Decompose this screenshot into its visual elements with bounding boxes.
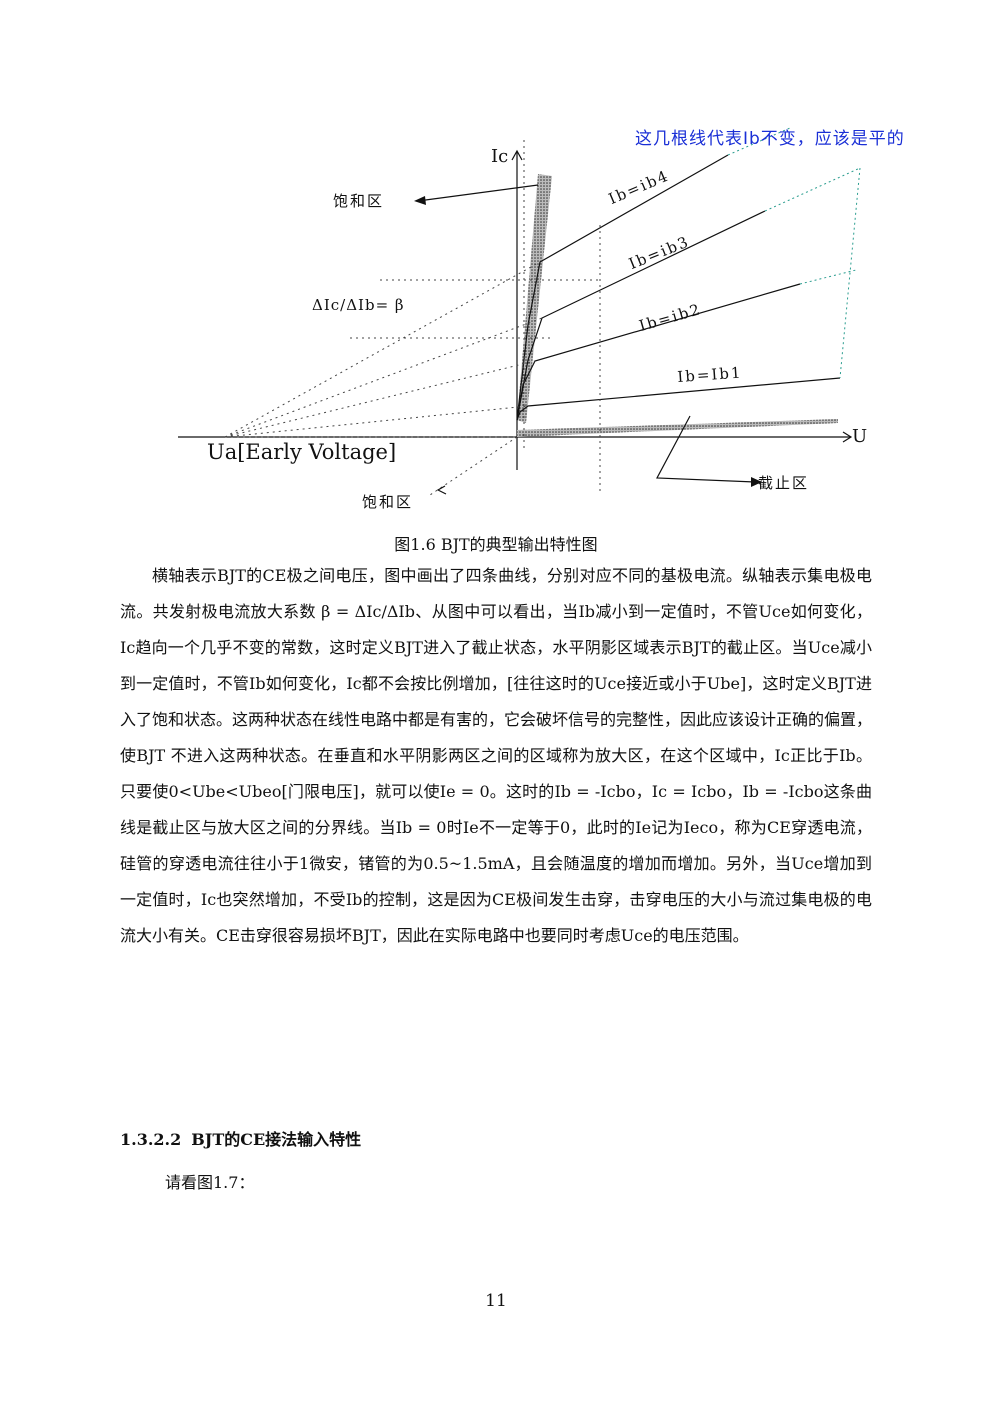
y-axis-label: Ic bbox=[491, 146, 509, 167]
curve-ib2 bbox=[516, 283, 801, 421]
early-extrapolation-lines bbox=[224, 261, 543, 438]
annotation-note: 这几根线代表Ib不变，应该是平的 bbox=[635, 129, 905, 149]
cutoff-label: 截止区 bbox=[758, 474, 810, 492]
saturation-label-bottom: 饱和区 bbox=[362, 493, 414, 511]
early-voltage-label: Ua[Early Voltage] bbox=[207, 440, 397, 464]
beta-label: ΔIc/ΔIb= β bbox=[312, 296, 405, 314]
figure-graphic bbox=[178, 127, 861, 496]
bjt-output-figure: 这几根线代表Ib不变，应该是平的 Ic U 饱和区 饱和区 截止区 ΔIc/ΔI… bbox=[150, 110, 950, 530]
x-axis-arrow bbox=[842, 431, 853, 443]
saturation-arrow-top bbox=[417, 184, 539, 202]
body-text: 横轴表示BJT的CE极之间电压，图中画出了四条曲线，分别对应不同的基极电流。纵轴… bbox=[120, 558, 872, 954]
body-paragraph: 横轴表示BJT的CE极之间电压，图中画出了四条曲线，分别对应不同的基极电流。纵轴… bbox=[120, 566, 873, 945]
horizontal-dotted-lines bbox=[350, 279, 600, 339]
figure-reference: 请看图1.7： bbox=[165, 1173, 255, 1192]
cutoff-shade bbox=[517, 419, 838, 437]
page-number: 11 bbox=[485, 1291, 507, 1311]
x-axis-label: U bbox=[852, 426, 868, 447]
y-axis-arrow bbox=[511, 149, 523, 161]
section-heading: 1.3.2.2 BJT的CE接法输入特性 bbox=[120, 1126, 361, 1150]
section-number: 1.3.2.2 bbox=[120, 1130, 182, 1149]
saturation-shade bbox=[517, 174, 552, 423]
curve-ib4 bbox=[516, 154, 729, 421]
figure-caption: 图1.6 BJT的典型输出特性图 bbox=[394, 535, 598, 554]
cutoff-arrow bbox=[656, 415, 756, 483]
curve-ib1 bbox=[516, 377, 841, 421]
section-title: BJT的CE接法输入特性 bbox=[191, 1130, 362, 1149]
saturation-label-top: 饱和区 bbox=[333, 192, 385, 210]
